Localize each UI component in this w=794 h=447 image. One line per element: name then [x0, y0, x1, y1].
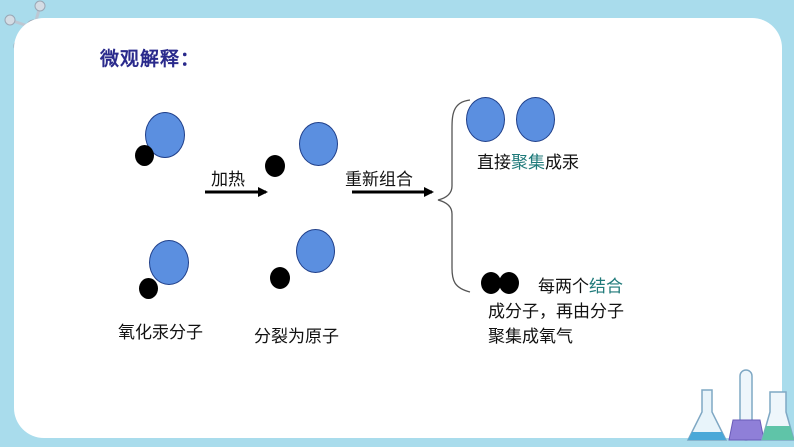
- bottom-result-line3: 聚集成氧气: [488, 327, 573, 347]
- mercury-atom-5: [466, 97, 505, 142]
- bottom-result-line1-highlight: 结合: [589, 277, 623, 297]
- top-result-text: 直接聚集成汞: [477, 148, 579, 173]
- mercury-atom-6: [516, 97, 555, 142]
- oxygen-atom-6: [499, 272, 519, 294]
- oxygen-atom-3: [265, 155, 285, 177]
- mercury-atom-3: [299, 122, 338, 166]
- arrow2-label: 重新组合: [345, 170, 413, 190]
- top-result-highlight: 聚集: [511, 153, 545, 173]
- flask-icon: [686, 389, 728, 441]
- mercury-atom-2: [149, 240, 189, 285]
- oxygen-atom-1: [135, 145, 154, 166]
- mercury-atom-4: [296, 229, 335, 273]
- oxygen-atom-2: [139, 278, 158, 299]
- bottom-result-line2: 成分子，再由分子: [488, 302, 624, 322]
- branch-brace: [437, 99, 471, 293]
- beaker-icon: [761, 391, 794, 441]
- oxygen-atom-4: [270, 267, 290, 289]
- test-tube-icon: [728, 369, 765, 441]
- top-result-prefix: 直接: [477, 153, 511, 173]
- oxygen-atom-5: [481, 272, 501, 294]
- arrow1-label: 加热: [211, 170, 245, 190]
- slide-title: 微观解释：: [100, 48, 201, 70]
- bottom-result-line1-prefix: 每两个: [538, 277, 589, 297]
- left-caption: 氧化汞分子: [118, 323, 203, 343]
- slide-card: [14, 18, 782, 438]
- middle-caption: 分裂为原子: [254, 327, 339, 347]
- top-result-suffix: 成汞: [545, 153, 579, 173]
- bottom-result-line1: 每两个结合: [538, 272, 623, 297]
